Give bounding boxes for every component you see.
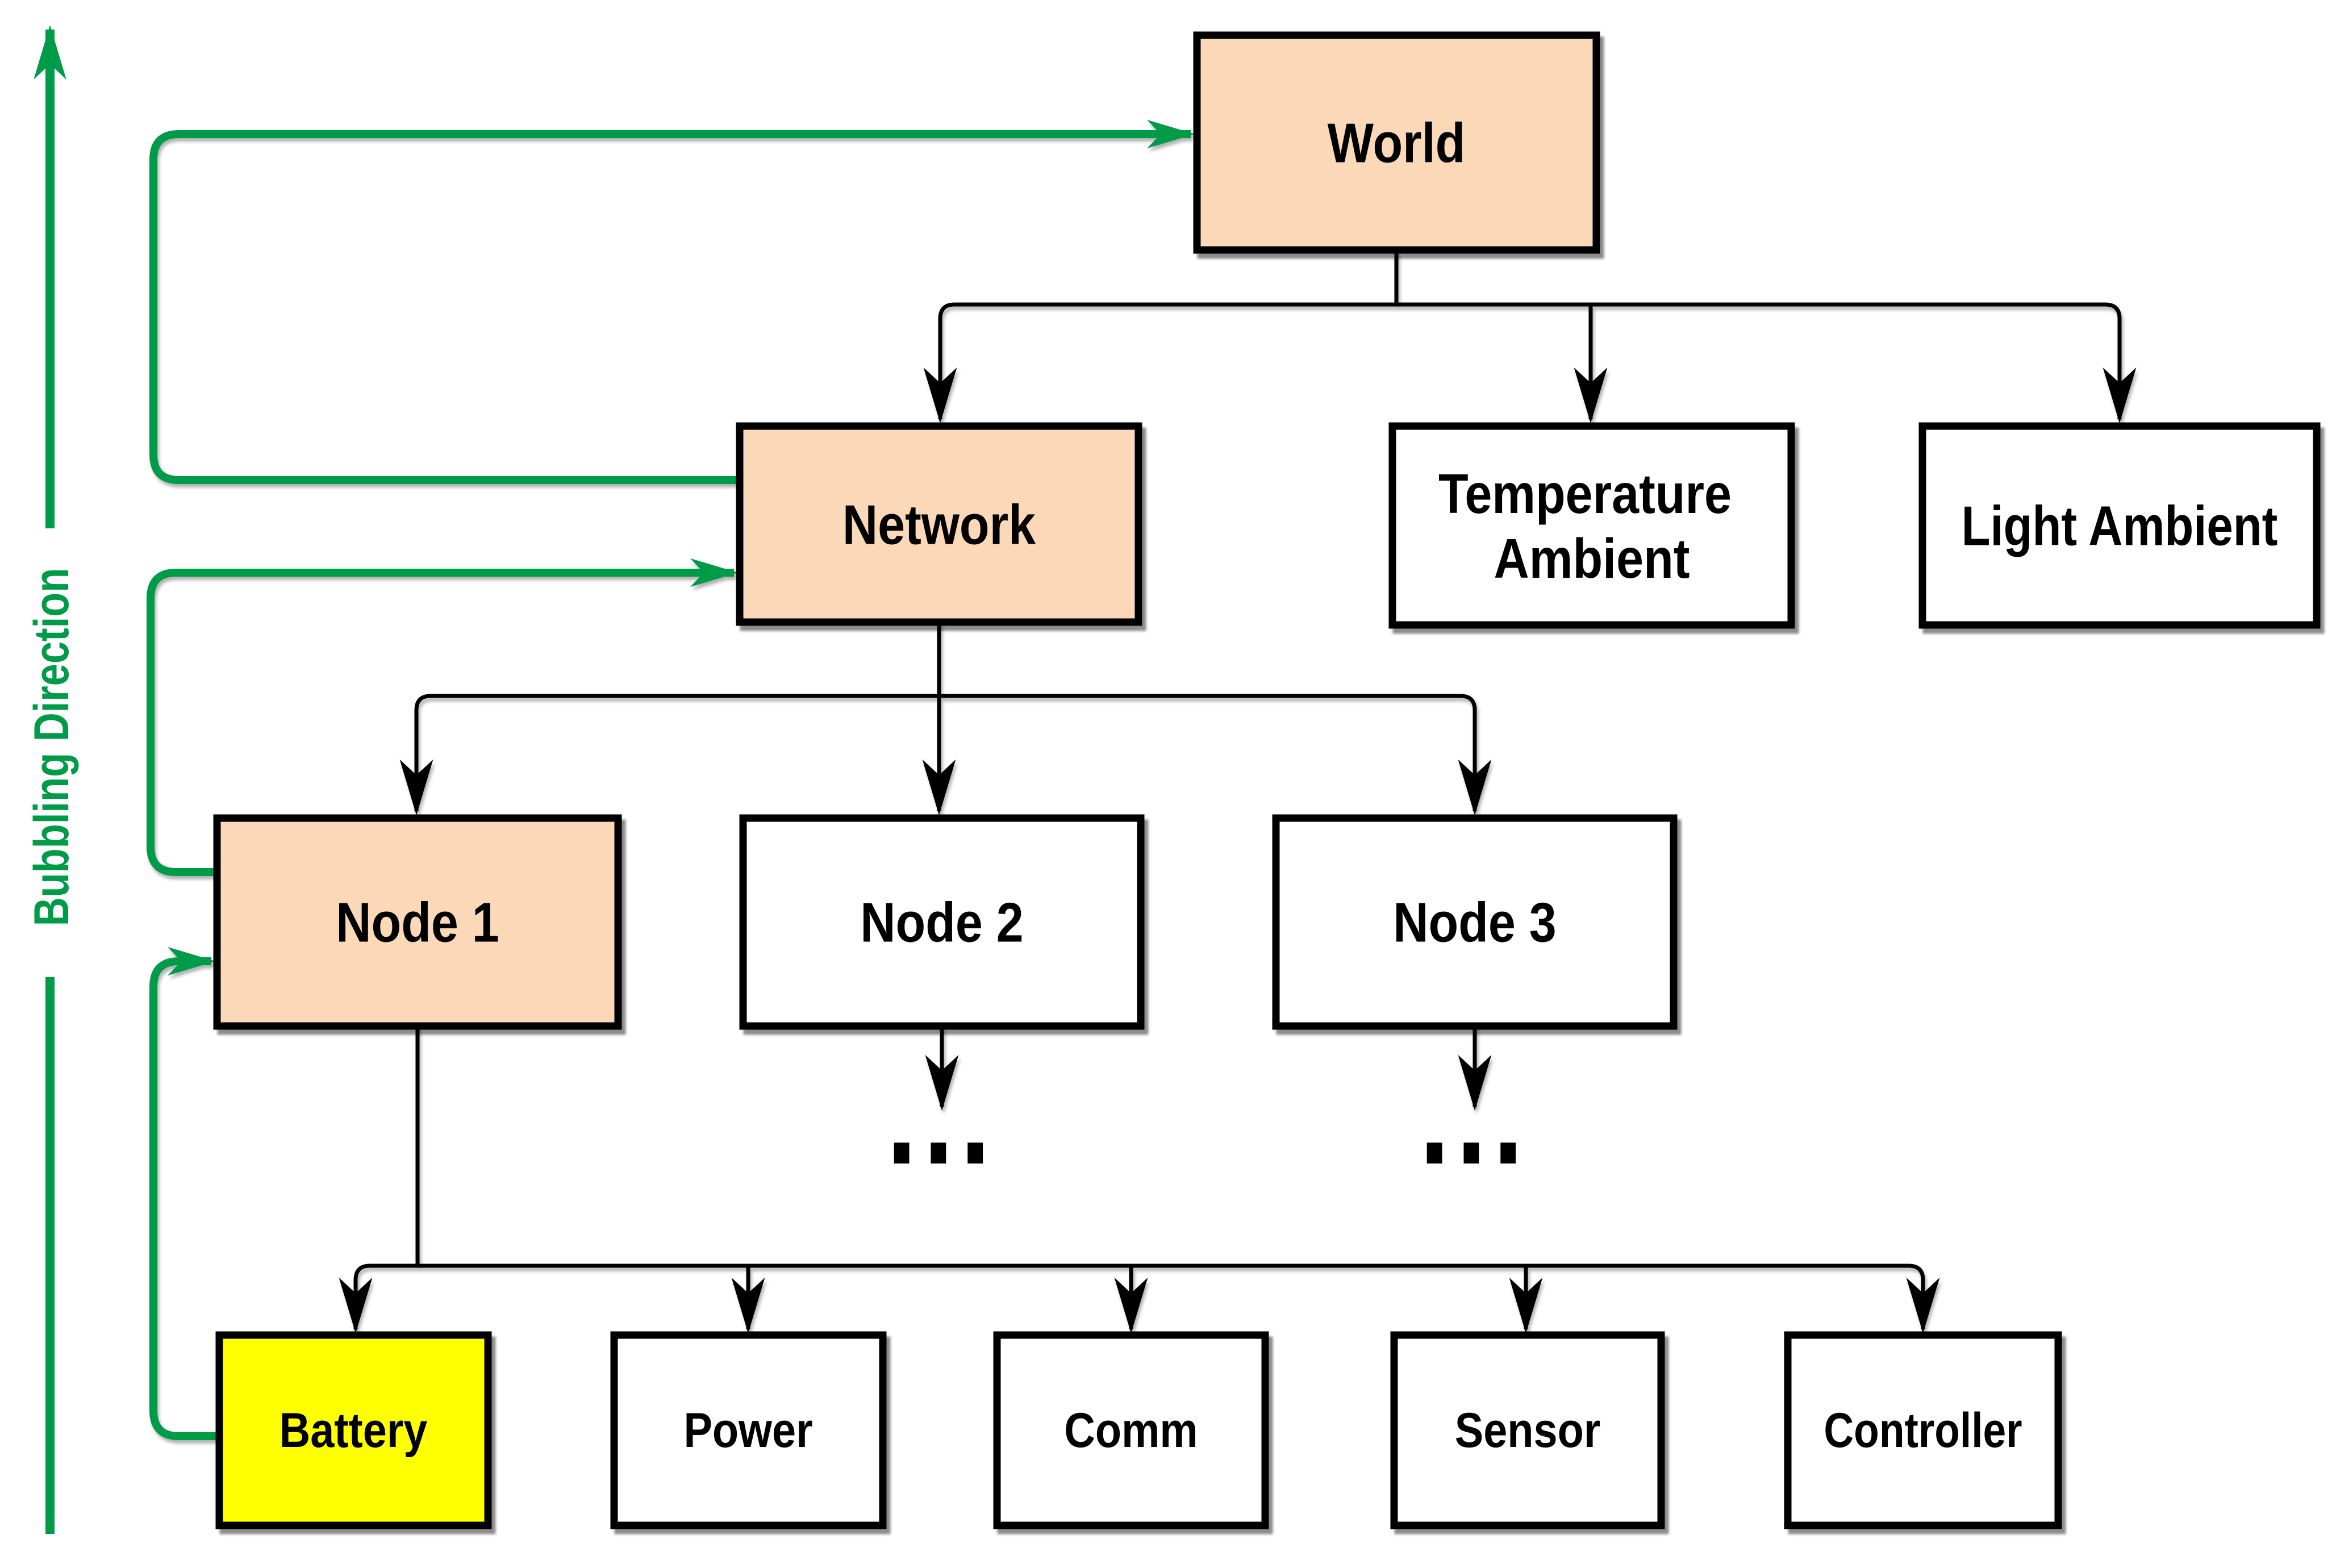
power-label: Power <box>683 1404 812 1458</box>
temperature-ambient-label: Temperature Ambient <box>1438 462 1745 590</box>
feedback-arrows <box>147 119 1195 1440</box>
temperature-ambient-box <box>1388 422 1795 629</box>
bubbling-axis: Bubbling Direction <box>24 25 79 1534</box>
power-box <box>610 1331 887 1529</box>
network-box <box>736 422 1142 626</box>
edge-world-to-light-ambient <box>1396 302 2137 423</box>
node3-box <box>1272 814 1678 1030</box>
light-ambient-box <box>1918 422 2321 629</box>
node2-label: Node 2 <box>860 891 1023 953</box>
battery-box <box>215 1331 492 1529</box>
node1-label: Node 1 <box>336 891 499 953</box>
feedback-arrow-node1-to-network <box>147 558 738 876</box>
sensor-label: Sensor <box>1455 1404 1601 1458</box>
node2-ellipsis: ... <box>887 1037 997 1194</box>
ellipsis-marks: ... ... <box>887 1037 1530 1194</box>
world-box <box>1193 31 1600 254</box>
bubbling-direction-label: Bubbling Direction <box>24 568 78 927</box>
sensor-box <box>1390 1331 1665 1529</box>
network-label: Network <box>842 493 1036 556</box>
world-label: World <box>1328 111 1466 174</box>
edge-node1-to-controller <box>418 1263 1940 1333</box>
light-ambient-label: Light Ambient <box>1962 495 2278 557</box>
edge-network-to-node3 <box>939 694 1492 815</box>
node1-box <box>213 814 622 1030</box>
box-labels: World Network Temperature Ambient Light … <box>280 111 2278 1458</box>
diagram-boxes <box>213 31 2321 1529</box>
node3-ellipsis: ... <box>1420 1037 1530 1194</box>
edge-node1-to-battery <box>339 1263 418 1333</box>
node3-label: Node 3 <box>1393 891 1556 953</box>
feedback-arrow-network-to-world <box>149 119 1195 484</box>
tree-edges <box>339 251 2137 1333</box>
controller-label: Controller <box>1824 1403 2022 1458</box>
comm-label: Comm <box>1064 1404 1198 1458</box>
feedback-arrow-battery-to-node1 <box>149 946 219 1440</box>
edge-world-to-network <box>923 302 1396 423</box>
node2-box <box>739 814 1145 1030</box>
comm-box <box>993 1331 1269 1529</box>
temperature-ambient-label-line2: Ambient <box>1494 527 1690 590</box>
edge-network-to-node1 <box>399 694 939 815</box>
controller-box <box>1784 1331 2062 1529</box>
temperature-ambient-label-line1: Temperature <box>1438 462 1732 525</box>
battery-label: Battery <box>280 1404 428 1458</box>
